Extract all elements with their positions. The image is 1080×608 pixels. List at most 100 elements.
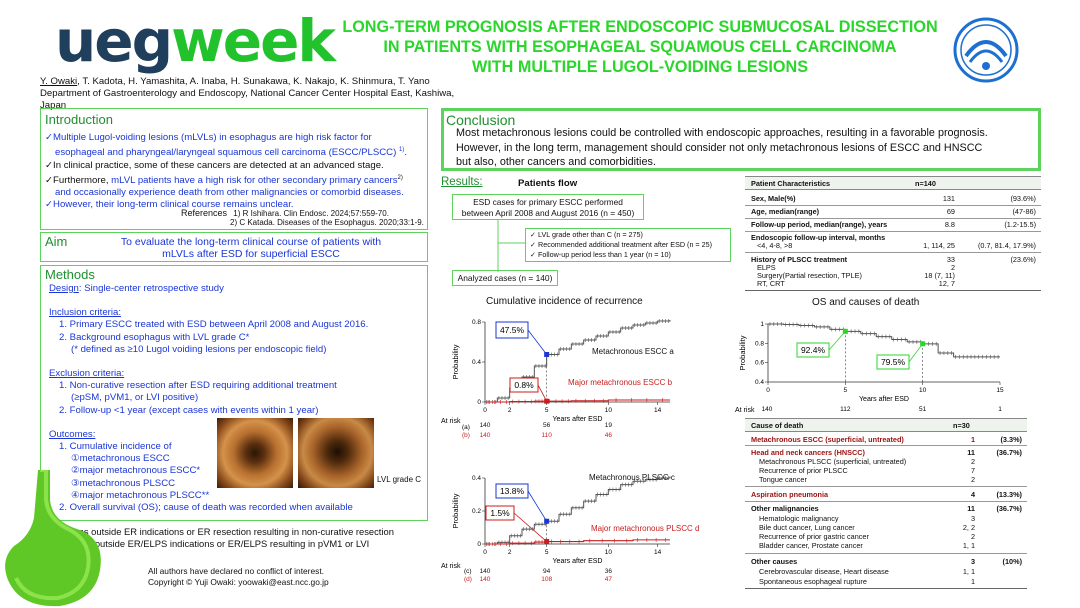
patient-table-header: Patient Characteristics xyxy=(751,179,831,188)
methods-text: Design: Single-center retrospective stud… xyxy=(49,283,429,514)
at-risk-value: 1 xyxy=(998,406,1002,413)
exclusion-1b: (≥pSM, pVM1, or LVI positive) xyxy=(71,392,199,404)
exclusion-2: 2. Follow-up <1 year (except cases with … xyxy=(59,404,319,416)
annotation-marker xyxy=(544,398,550,404)
y-tick-label: 0.4 xyxy=(472,475,481,482)
x-tick-label: 5 xyxy=(545,549,549,556)
conclusion-heading: Conclusion xyxy=(446,112,516,128)
design-label: Design xyxy=(49,283,79,294)
y-axis-label: Probability xyxy=(451,344,460,379)
aim-line-1: To evaluate the long-term clinical cours… xyxy=(120,236,382,248)
title-line-1: LONG-TERM PROGNOSIS AFTER ENDOSCOPIC SUB… xyxy=(342,18,938,36)
annotation-label: 47.5% xyxy=(500,325,525,335)
first-author: Y. Owaki xyxy=(40,76,78,87)
coi-statement: All authors have declared no conflict of… xyxy=(148,566,324,576)
at-risk-value-a: 56 xyxy=(543,422,551,429)
inclusion-1: 1. Primary ESCC treated with ESD between… xyxy=(59,319,369,331)
outcome-2: 2. Overall survival (OS); cause of death… xyxy=(59,502,353,514)
series-line xyxy=(768,323,1000,358)
design-text: : Single-center retrospective study xyxy=(78,283,224,294)
annotation-label: 1.5% xyxy=(490,508,510,518)
at-risk-label: At risk xyxy=(735,407,755,414)
y-tick-label: 0.4 xyxy=(755,379,764,386)
annotation-label: 13.8% xyxy=(500,486,525,496)
series-name-label: Metachronous PLSCC c xyxy=(589,473,675,482)
exclusion-1: 1. Non-curative resection after ESD requ… xyxy=(59,380,337,392)
x-tick-label: 14 xyxy=(654,407,662,414)
y-tick-label: 1 xyxy=(760,321,764,328)
intro-ref-sup-2: 2) xyxy=(397,174,403,181)
at-risk-group-a: (a) xyxy=(462,424,470,431)
cause-of-death-table: Cause of death n=30 Metachronous ESCC (s… xyxy=(745,418,1027,606)
at-risk-value-c: 140 xyxy=(480,568,491,575)
series-name-label: Major metachronous PLSCC d xyxy=(591,524,700,533)
annotation-connector xyxy=(527,329,547,355)
intro-ref-sup-1: 1) xyxy=(398,147,405,154)
flow-excl-2: Recommended additional treatment after E… xyxy=(538,240,713,249)
x-tick-label: 2 xyxy=(508,549,512,556)
x-axis-label: Years after ESD xyxy=(553,558,603,565)
x-tick-label: 10 xyxy=(605,407,613,414)
at-risk-value: 51 xyxy=(919,406,927,413)
outcome-1a: ①metachronous ESCC xyxy=(71,453,170,465)
outcome-1d: ④major metachronous PLSCC** xyxy=(71,489,210,501)
annotation-marker xyxy=(920,341,926,347)
at-risk-value: 140 xyxy=(762,406,773,413)
y-tick-label: 0.8 xyxy=(472,319,481,326)
series-line xyxy=(485,476,671,545)
y-axis-label: Probability xyxy=(738,335,747,370)
conclusion-panel: Conclusion Most metachronous lesions cou… xyxy=(441,108,1041,171)
outcome-1: 1. Cumulative incidence of xyxy=(59,441,172,453)
at-risk-value-c: 94 xyxy=(543,568,551,575)
x-tick-label: 14 xyxy=(654,549,662,556)
aim-text: To evaluate the long-term clinical cours… xyxy=(81,236,421,260)
annotation-marker xyxy=(842,328,848,334)
flow-connector-icon xyxy=(497,220,526,272)
references-label: References xyxy=(181,208,228,218)
annotation-box xyxy=(876,354,910,370)
references: References 1) R Ishihara. Clin Endosc. 2… xyxy=(181,208,389,219)
annotation-marker xyxy=(544,539,550,545)
annotation-label: 92.4% xyxy=(801,345,826,355)
annotation-marker xyxy=(544,518,550,524)
endo-interval-label: Endoscopic follow-up interval, months xyxy=(751,233,886,242)
at-risk-group-d: (d) xyxy=(464,576,472,583)
conclusion-line-1: Most metachronous lesions could be contr… xyxy=(456,127,988,139)
institution-seal-icon xyxy=(953,17,1019,83)
annotation-label: 0.8% xyxy=(514,380,534,390)
at-risk-value-b: 140 xyxy=(480,432,491,439)
y-tick-label: 0.4 xyxy=(472,359,481,366)
annotation-box xyxy=(485,505,515,521)
patients-flow-title: Patients flow xyxy=(518,178,578,189)
lvl-grade-caption: LVL grade C xyxy=(377,475,422,484)
aim-heading: Aim xyxy=(45,234,68,249)
intro-point-4: However, their long-term clinical course… xyxy=(53,199,294,211)
methods-heading: Methods xyxy=(45,267,95,282)
footnote-1: * Lesions outside ER indications or ER r… xyxy=(50,526,394,537)
series-name-label: Major metachronous ESCC b xyxy=(568,378,673,387)
annotation-box xyxy=(509,377,539,393)
ueg-week-logo: uegweek xyxy=(55,12,336,70)
x-tick-label: 0 xyxy=(483,407,487,414)
inclusion-label: Inclusion criteria: xyxy=(49,307,121,319)
intro-point-3b: and occasionally experience death from o… xyxy=(55,187,404,199)
reference-2: 2) C Katada. Diseases of the Esophagus. … xyxy=(230,218,424,227)
annotation-connector xyxy=(513,512,547,542)
conclusion-line-2: However, in the long term, management sh… xyxy=(456,141,983,154)
flow-excl-1: LVL grade other than C (n = 275) xyxy=(538,230,643,239)
patient-table-n-header: n=140 xyxy=(915,179,936,188)
exclusion-label: Exclusion criteria: xyxy=(49,368,125,380)
intro-point-3-prefix: Furthermore, xyxy=(53,174,112,186)
y-tick-label: 0.2 xyxy=(472,508,481,515)
co-authors: , T. Kadota, H. Yamashita, A. Inaba, H. … xyxy=(77,76,430,87)
flow-box-esd-cases: ESD cases for primary ESCC performed bet… xyxy=(452,194,644,220)
outcome-1c: ③metachronous PLSCC xyxy=(71,477,176,489)
x-axis-label: Years after ESD xyxy=(553,416,603,423)
introduction-panel: Introduction ✓Multiple Lugol-voiding les… xyxy=(40,108,428,230)
annotation-connector xyxy=(908,343,923,363)
title-line-3: WITH MULTIPLE LUGOL-VOIDING LESIONS xyxy=(471,58,809,76)
reference-1: 1) R Ishihara. Clin Endosc. 2024;57:559-… xyxy=(233,209,389,218)
